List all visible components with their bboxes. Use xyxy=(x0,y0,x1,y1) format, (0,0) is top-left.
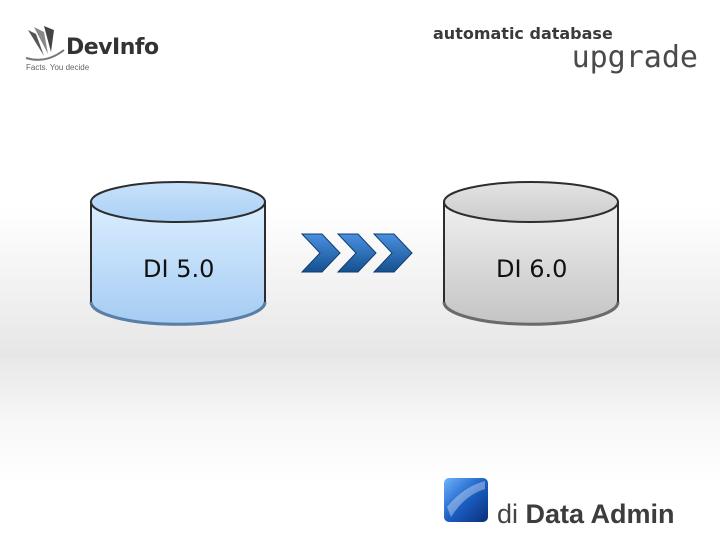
data-admin-brand: di Data Admin xyxy=(443,477,713,530)
data-admin-logo-icon xyxy=(444,478,488,522)
background-lower xyxy=(0,357,720,540)
target-database-cylinder xyxy=(442,181,620,326)
brand-name: Data Admin xyxy=(525,499,675,529)
brand-prefix: di xyxy=(497,499,519,529)
target-database-label: DI 6.0 xyxy=(496,255,568,283)
upgrade-arrows-icon xyxy=(300,233,413,273)
devinfo-logo: DevInfo Facts. You decide xyxy=(24,20,184,76)
logo-name: DevInfo xyxy=(66,35,159,60)
logo-tagline: Facts. You decide xyxy=(26,63,90,72)
title-line1: automatic database xyxy=(433,24,613,43)
source-database-cylinder xyxy=(89,181,267,326)
devinfo-swoosh-icon xyxy=(25,26,65,61)
data-admin-text: di Data Admin xyxy=(497,499,675,530)
title-line2: upgrade xyxy=(571,40,698,75)
source-database-label: DI 5.0 xyxy=(143,255,215,283)
